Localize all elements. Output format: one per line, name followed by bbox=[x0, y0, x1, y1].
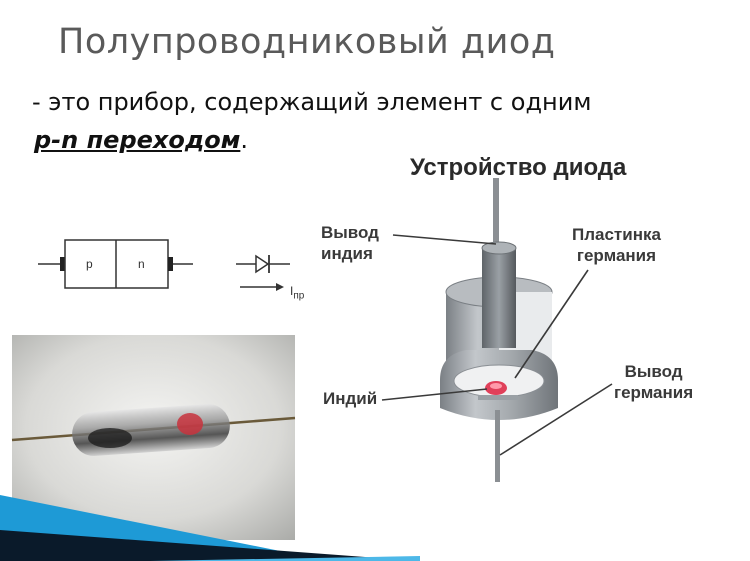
callout-germanium-lead: Вывод германия bbox=[614, 361, 693, 403]
slide-title: Полупроводниковый диод bbox=[58, 22, 556, 62]
schematic-contact-left bbox=[60, 257, 65, 271]
callout-indium-lead: Вывод индия bbox=[321, 222, 379, 264]
corner-decoration bbox=[0, 495, 420, 561]
schematic-contact-right bbox=[168, 257, 173, 271]
callout-germanium-plate-line1: Пластинка bbox=[572, 225, 661, 244]
diode-triangle bbox=[255, 254, 270, 274]
callout-indium-lead-line2: индия bbox=[321, 244, 373, 263]
diode-symbol bbox=[236, 254, 290, 274]
definition-text: - это прибор, содержащий элемент с одним bbox=[32, 88, 592, 116]
leader-germanium-lead bbox=[499, 383, 613, 456]
germanium-plate bbox=[478, 395, 518, 400]
diode-photo bbox=[11, 335, 296, 540]
pn-junction-term: p-n переходом bbox=[34, 126, 241, 154]
corner-light-stripe bbox=[150, 556, 420, 561]
current-symbol: I bbox=[290, 284, 294, 298]
forward-current-arrow bbox=[240, 283, 284, 291]
germanium-lead-wire bbox=[495, 410, 500, 482]
callout-indium-lead-line1: Вывод bbox=[321, 223, 379, 242]
photo-crystal bbox=[88, 428, 132, 448]
photo-indium-bead bbox=[177, 413, 203, 435]
callout-germanium-lead-line1: Вывод bbox=[624, 362, 683, 381]
callout-germanium-lead-line2: германия bbox=[614, 383, 694, 402]
forward-current-label: Iпр bbox=[290, 284, 304, 301]
callout-indium: Индий bbox=[323, 389, 378, 408]
definition-continuation: p-n переходом. bbox=[34, 126, 248, 154]
callout-germanium-plate: Пластинка германия bbox=[572, 224, 661, 266]
current-subscript: пр bbox=[293, 290, 305, 302]
device-title: Устройство диода bbox=[410, 154, 627, 181]
indium-lead-wire bbox=[493, 178, 499, 248]
inner-rod bbox=[482, 248, 516, 348]
diode-device-illustration bbox=[440, 178, 558, 482]
leader-germanium-plate bbox=[514, 269, 589, 379]
pn-junction-schematic bbox=[38, 239, 193, 289]
definition-period: . bbox=[240, 126, 248, 154]
n-region-label: n bbox=[138, 257, 145, 271]
leader-indium bbox=[381, 388, 488, 401]
p-region-label: p bbox=[86, 257, 93, 271]
corner-dark-stripe bbox=[0, 530, 420, 561]
leader-indium-lead bbox=[392, 234, 497, 245]
callout-lines bbox=[381, 234, 613, 456]
callout-germanium-plate-line2: германия bbox=[576, 246, 657, 265]
